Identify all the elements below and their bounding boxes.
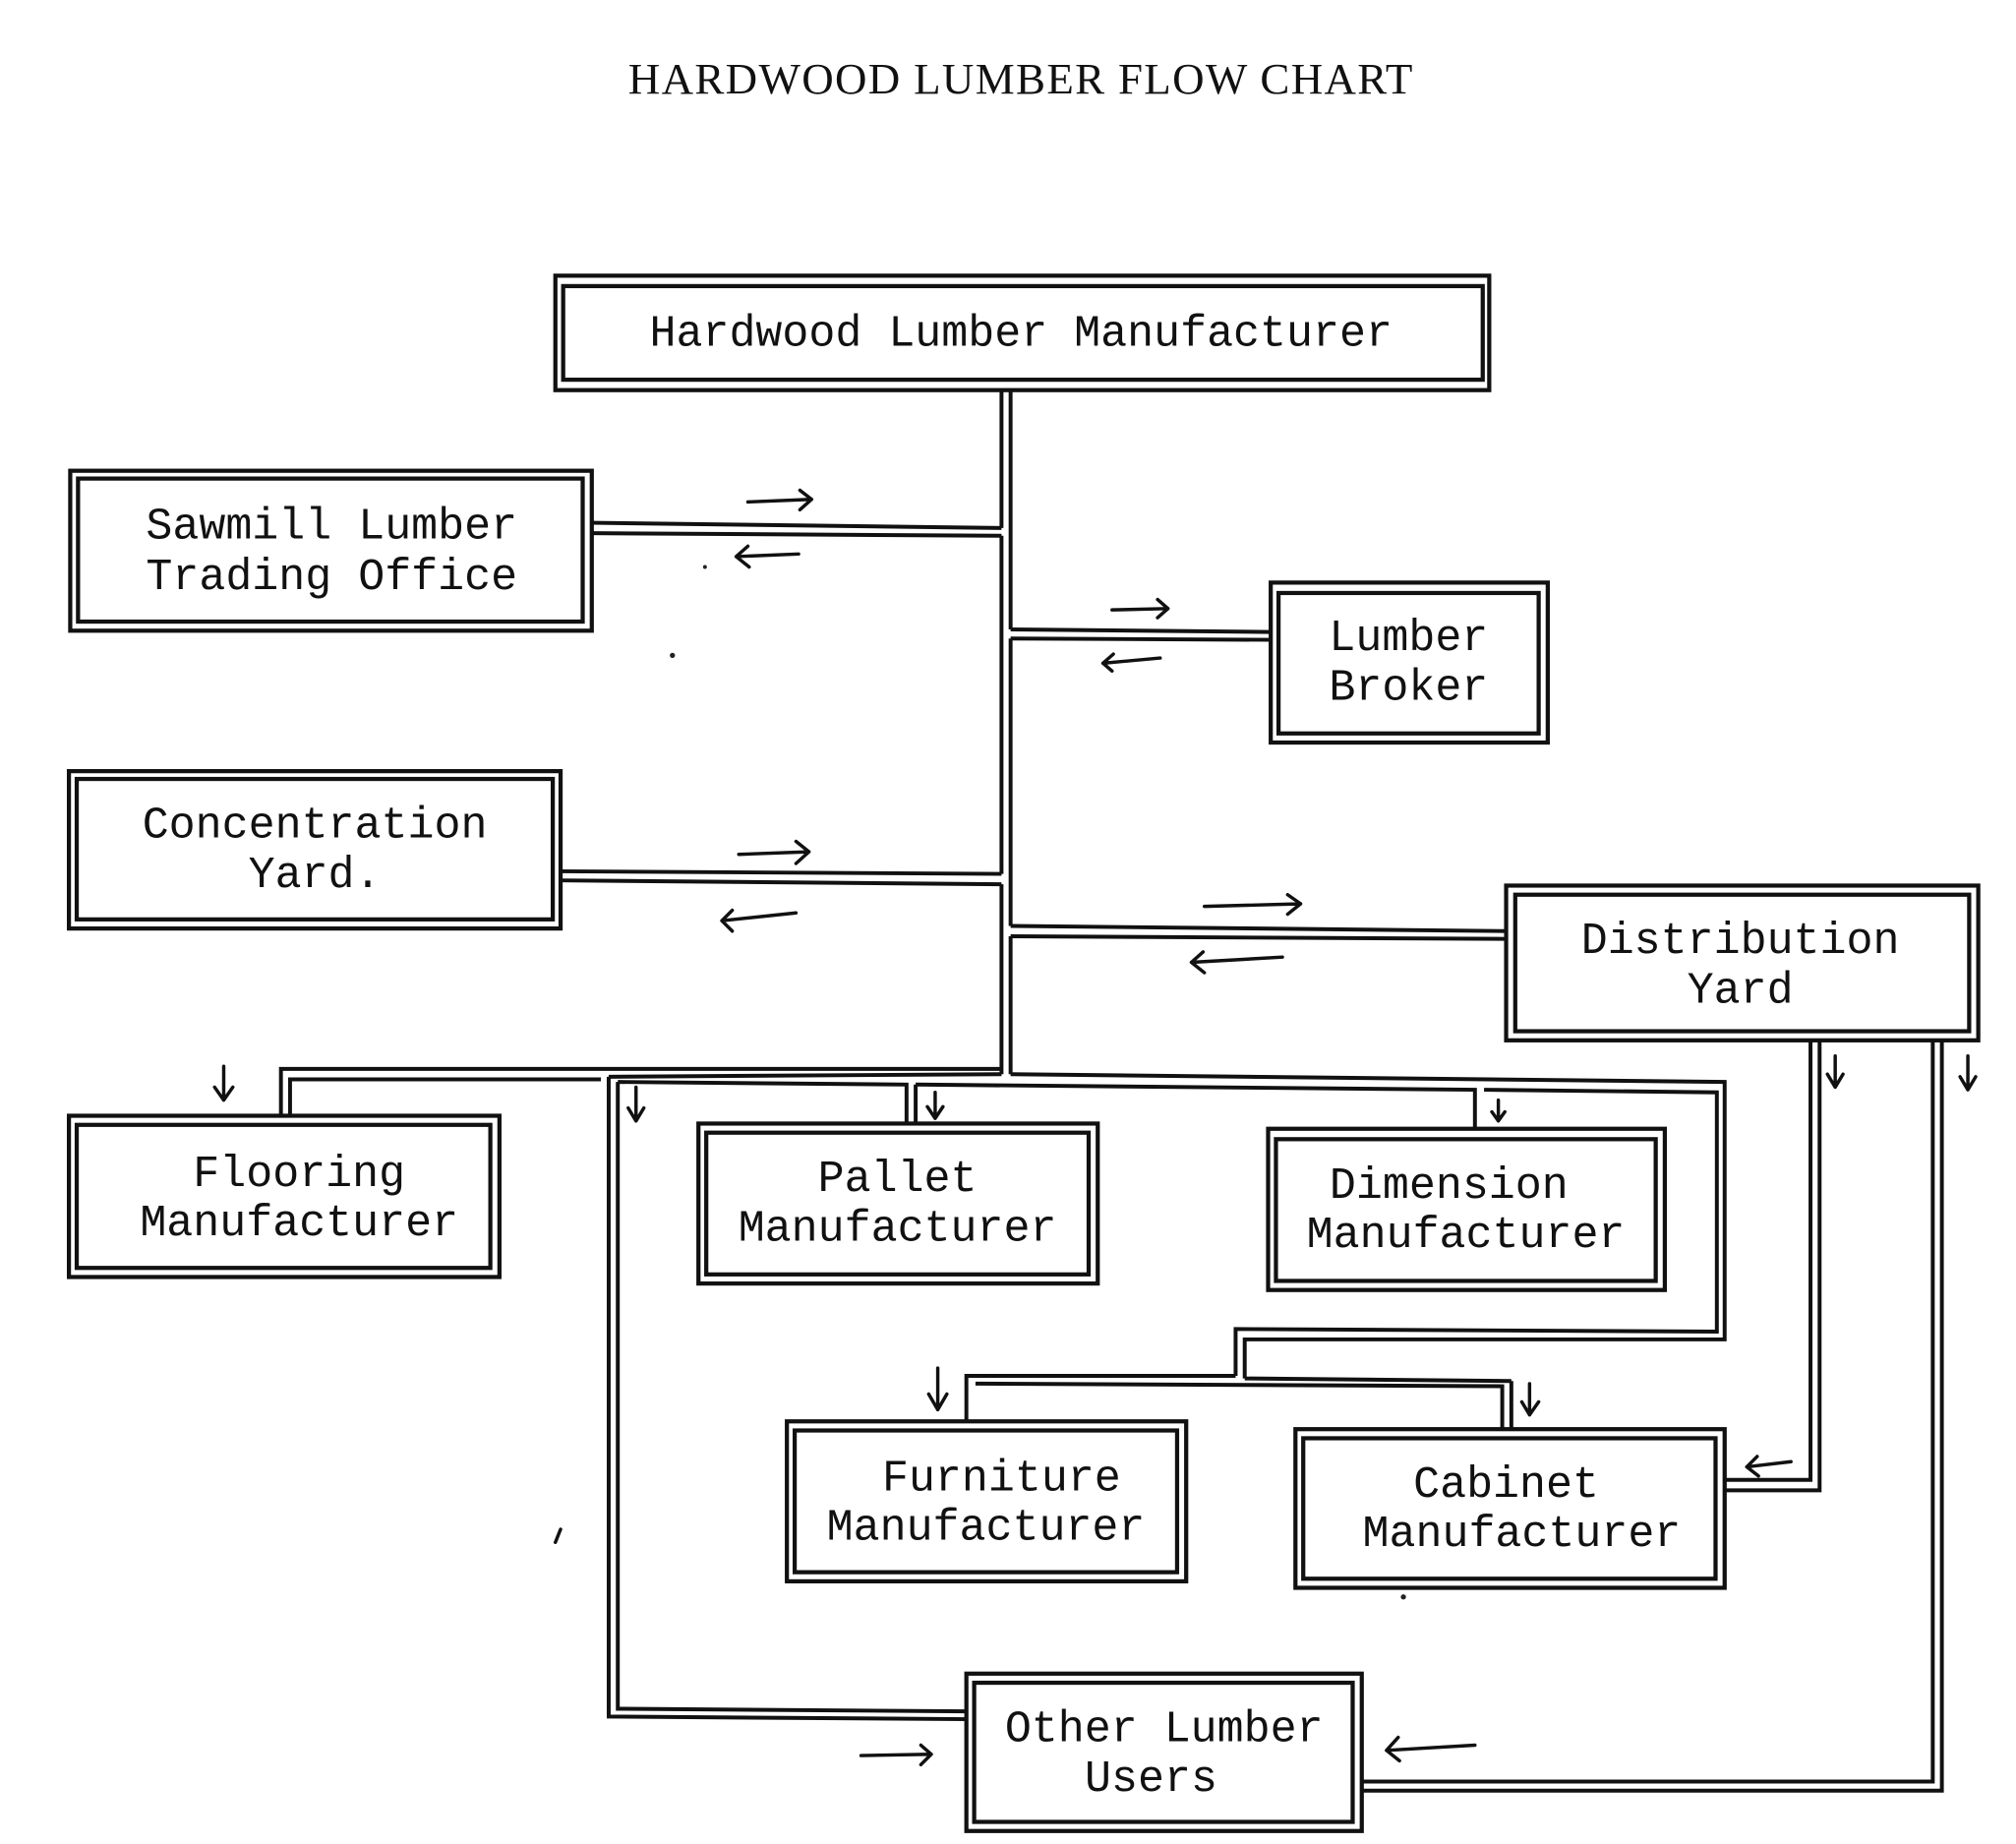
node-label-line-1: Lumber: [1329, 614, 1488, 664]
box-outer-border: [68, 468, 594, 633]
arrow-right-icon: [1110, 597, 1170, 620]
node-label-line-2: Users: [1085, 1755, 1217, 1805]
speck: [1400, 1594, 1406, 1600]
node-label-line-1: Dimension: [1330, 1161, 1569, 1212]
node-sawmill-lumber-trading-office: Sawmill Lumber Trading Office: [68, 468, 594, 633]
flooring-connector: [278, 1066, 1002, 1116]
box-outer-border: [1266, 1126, 1668, 1292]
arrow-down-icon: [212, 1064, 235, 1102]
arrows: [212, 488, 1978, 1767]
scan-artifacts: [554, 565, 1406, 1600]
dimension-connector: [916, 1072, 1727, 1379]
other-users-connector: [606, 1076, 967, 1722]
arrow-right-icon: [1202, 893, 1303, 917]
arrow-left-icon: [1100, 652, 1162, 674]
node-furniture-manufacturer: Furniture Manufacturer: [785, 1419, 1189, 1584]
node-label-line-2: Manufacturer: [739, 1204, 1057, 1254]
node-label-line-2: Yard: [1688, 966, 1794, 1016]
furniture-cabinet-connector: [964, 1373, 1512, 1430]
arrow-down-icon: [925, 1091, 945, 1120]
node-label-line-2: Manufacturer: [1363, 1510, 1682, 1560]
node-lumber-broker: Lumber Broker: [1269, 580, 1550, 745]
arrow-down-icon: [1490, 1098, 1507, 1123]
node-distribution-yard: Distribution Yard: [1504, 883, 1981, 1042]
arrow-right-icon: [737, 839, 811, 865]
distribution-cabinet-connector: [1724, 1040, 1822, 1493]
box-inner-border: [1274, 1137, 1658, 1283]
box-outer-border: [1293, 1427, 1727, 1590]
arrow-down-icon: [1958, 1053, 1978, 1092]
box-outer-border: [1269, 580, 1550, 745]
speck: [554, 1527, 563, 1544]
box-inner-border: [74, 1122, 493, 1271]
node-label: Hardwood Lumber Manufacturer: [650, 310, 1393, 360]
box-inner-border: [704, 1130, 1092, 1277]
arrow-left-icon: [1745, 1455, 1793, 1478]
box-outer-border: [553, 273, 1492, 392]
node-flooring-manufacturer: Flooring Manufacturer: [66, 1113, 502, 1279]
box-inner-border: [792, 1428, 1180, 1575]
node-label-line-1: Distribution: [1581, 917, 1900, 967]
box-inner-border: [1512, 892, 1972, 1034]
node-label-line-2: Yard.: [249, 851, 382, 901]
arrow-down-icon: [626, 1085, 646, 1123]
box-inner-border: [76, 476, 585, 625]
connectors: [278, 389, 1944, 1793]
box-outer-border: [785, 1419, 1189, 1584]
speck: [670, 652, 676, 659]
arrow-left-icon: [1189, 950, 1284, 975]
arrow-down-icon: [926, 1366, 949, 1412]
node-label-line-1: Flooring: [193, 1150, 405, 1200]
distribution-other-connector: [1361, 1040, 1944, 1793]
node-label-line-1: Furniture: [882, 1454, 1121, 1504]
arrow-right-icon: [745, 488, 814, 512]
node-label-line-1: Other Lumber: [1005, 1705, 1324, 1755]
sawmill-connector: [591, 520, 1002, 538]
node-label-line-2: Manufacturer: [140, 1199, 458, 1249]
box-outer-border: [1504, 883, 1981, 1042]
node-pallet-manufacturer: Pallet Manufacturer: [696, 1121, 1100, 1286]
box-inner-border: [972, 1680, 1355, 1824]
node-concentration-yard: Concentration Yard.: [66, 768, 563, 931]
node-dimension-manufacturer: Dimension Manufacturer: [1266, 1126, 1668, 1292]
box-outer-border: [964, 1671, 1364, 1833]
node-label-line-1: Sawmill Lumber: [146, 502, 517, 552]
box-inner-border: [1301, 1436, 1718, 1581]
arrow-left-icon: [720, 908, 799, 933]
chart-title: HARDWOOD LUMBER FLOW CHART: [628, 54, 1414, 103]
box-outer-border: [696, 1121, 1100, 1286]
concentration-connector: [561, 868, 1002, 887]
box-inner-border: [74, 776, 556, 922]
box-inner-border: [1275, 590, 1541, 736]
arrow-left-icon: [734, 544, 800, 569]
box-outer-border: [66, 768, 563, 931]
node-other-lumber-users: Other Lumber Users: [964, 1671, 1364, 1833]
node-cabinet-manufacturer: Cabinet Manufacturer: [1293, 1427, 1727, 1590]
box-inner-border: [561, 283, 1485, 383]
node-label-line-1: Pallet: [818, 1155, 978, 1205]
node-label-line-2: Broker: [1329, 663, 1488, 713]
distribution-connector: [1010, 923, 1507, 941]
node-label-line-2: Trading Office: [146, 553, 517, 603]
arrow-down-icon: [1825, 1053, 1845, 1090]
node-hardwood-lumber-manufacturer: Hardwood Lumber Manufacturer: [553, 273, 1492, 392]
node-label-line-1: Cabinet: [1413, 1460, 1599, 1511]
node-label-line-2: Manufacturer: [1307, 1211, 1626, 1261]
box-outer-border: [66, 1113, 502, 1279]
node-label-line-1: Concentration: [143, 802, 488, 852]
broker-connector: [1010, 627, 1272, 642]
pallet-connector: [618, 1080, 919, 1124]
speck: [702, 565, 707, 569]
arrow-left-icon: [1385, 1735, 1477, 1763]
arrow-down-icon: [1519, 1382, 1541, 1417]
arrow-right-icon: [859, 1743, 933, 1767]
node-label-line-2: Manufacturer: [827, 1504, 1146, 1554]
